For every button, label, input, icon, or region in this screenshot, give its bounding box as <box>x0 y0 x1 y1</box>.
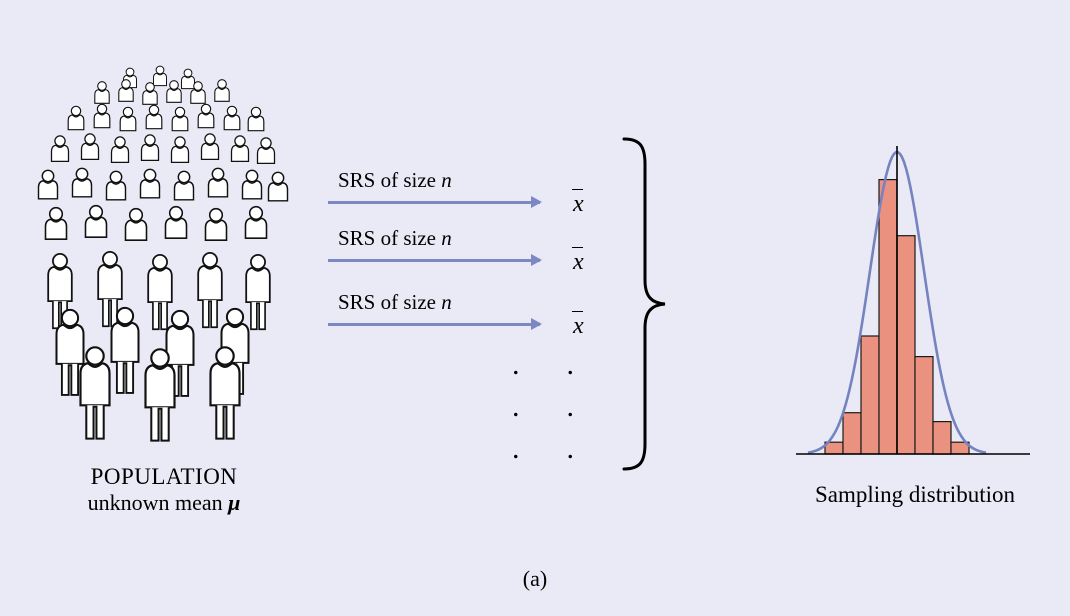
dots-row: . . <box>512 416 575 465</box>
histogram-bar <box>842 412 862 455</box>
population-crowd-illustration <box>37 65 289 442</box>
srs-arrow-icon <box>328 201 540 204</box>
xbar-symbol: x <box>570 246 587 274</box>
srs-sample-row-2: SRS of size n x <box>328 226 587 274</box>
srs-arrow-icon <box>328 323 540 326</box>
dots-row: . . <box>512 332 575 381</box>
srs-sample-row-3: SRS of size n x <box>328 290 587 338</box>
srs-label-text: SRS of size <box>338 168 442 192</box>
dot: . <box>566 432 575 465</box>
srs-size-variable: n <box>441 290 452 314</box>
dot: . <box>512 348 520 381</box>
figure-caption: (a) <box>522 566 548 591</box>
dot: . <box>512 390 520 423</box>
dot: . <box>566 390 575 423</box>
dot: . <box>512 432 520 465</box>
srs-size-variable: n <box>441 226 452 250</box>
histogram-bar <box>896 235 916 455</box>
srs-label-text: SRS of size <box>338 290 442 314</box>
sampling-histogram <box>796 146 1030 455</box>
srs-label-text: SRS of size <box>338 226 442 250</box>
population-subtitle-text: unknown mean <box>87 490 229 516</box>
histogram-bar <box>932 421 952 455</box>
dot: . <box>566 348 575 381</box>
histogram-bar <box>860 335 880 455</box>
curly-brace-icon <box>622 137 666 471</box>
srs-label: SRS of size n <box>328 290 540 315</box>
xbar-symbol: x <box>570 188 587 216</box>
continuation-dots: . . . . . . <box>512 332 575 465</box>
population-label: POPULATION unknown mean μ <box>18 464 310 516</box>
srs-label: SRS of size n <box>328 226 540 251</box>
population-subtitle: unknown mean μ <box>18 490 310 515</box>
population-title: POPULATION <box>90 464 238 489</box>
srs-arrow-icon <box>328 259 540 262</box>
mu-symbol: μ <box>228 490 241 516</box>
dots-row: . . <box>512 374 575 423</box>
histogram-bar <box>878 178 898 455</box>
histogram-bar <box>914 356 934 455</box>
xbar-symbol: x <box>570 310 587 338</box>
srs-sample-row-1: SRS of size n x <box>328 168 587 216</box>
srs-size-variable: n <box>441 168 452 192</box>
sampling-distribution-label: Sampling distribution <box>815 482 1015 507</box>
srs-label: SRS of size n <box>328 168 540 193</box>
